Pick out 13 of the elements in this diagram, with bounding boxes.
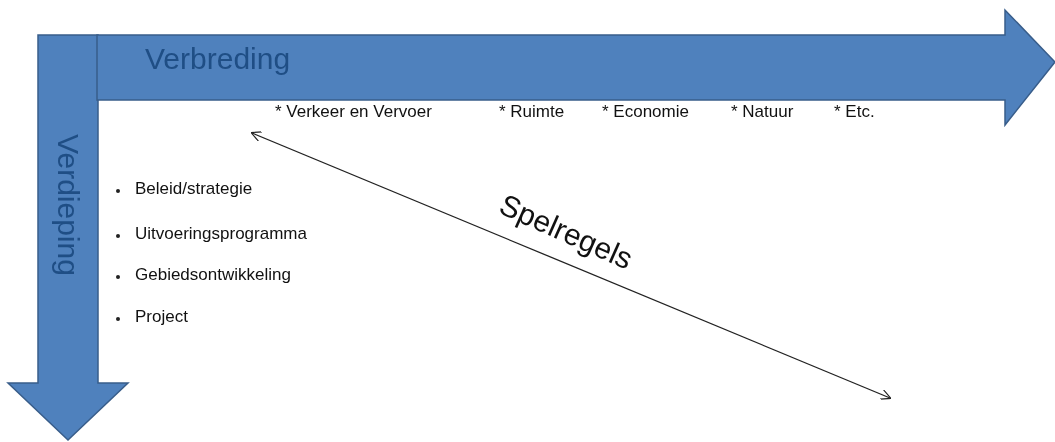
category-label: * Verkeer en Vervoer <box>275 102 432 122</box>
category-label: * Natuur <box>731 102 794 122</box>
right-arrow <box>97 10 1055 125</box>
category-label: * Ruimte <box>499 102 565 122</box>
down-arrow <box>8 35 128 442</box>
arrow-label: Verbreding <box>145 42 291 76</box>
list-item: Gebiedsontwikkeling <box>135 265 291 285</box>
category-label: * Economie <box>602 102 689 122</box>
arrow-label: Verdieping <box>51 134 85 276</box>
list-item: Project <box>135 307 188 327</box>
category-label: * Etc. <box>834 102 875 122</box>
list-item: Uitvoeringsprogramma <box>135 224 307 244</box>
list-item: Beleid/strategie <box>135 179 253 199</box>
